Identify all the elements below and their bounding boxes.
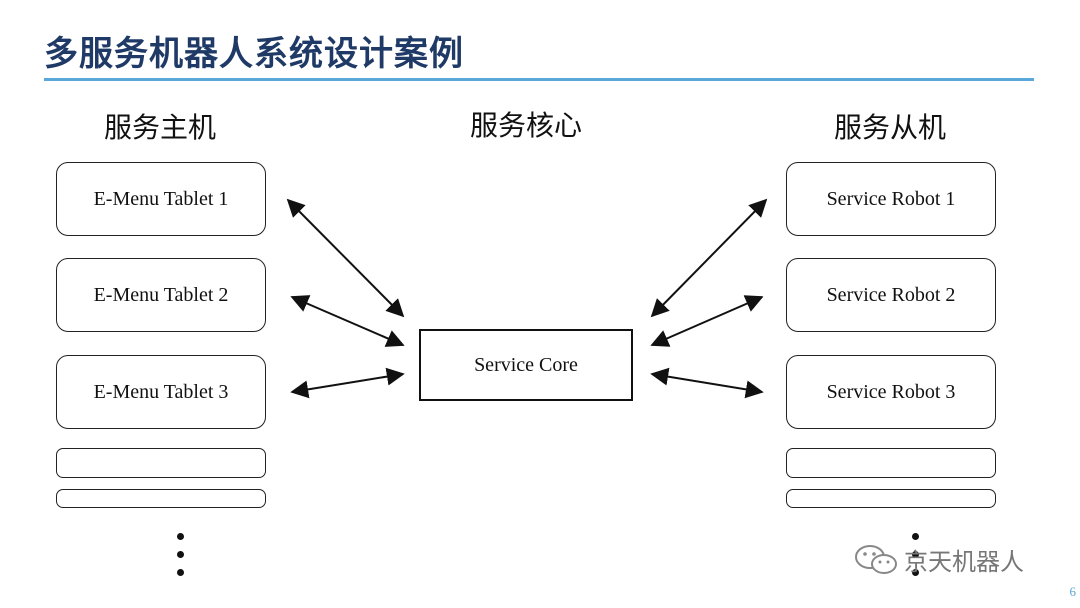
tablet-box-more-2 xyxy=(56,489,266,508)
watermark: 京天机器人 xyxy=(854,542,1024,577)
robot-box-1: Service Robot 1 xyxy=(786,162,996,236)
service-core-box: Service Core xyxy=(419,329,633,401)
tablet-box-1: E-Menu Tablet 1 xyxy=(56,162,266,236)
arrow-core-robot3 xyxy=(650,367,764,399)
robot-box-label: Service Robot 3 xyxy=(826,380,956,403)
tablet-box-label: E-Menu Tablet 1 xyxy=(93,187,229,210)
column-heading-host: 服务主机 xyxy=(103,111,216,144)
watermark-text: 京天机器人 xyxy=(904,548,1024,576)
robot-box-2: Service Robot 2 xyxy=(786,258,996,332)
column-heading-core: 服务核心 xyxy=(469,109,582,142)
tablet-box-3: E-Menu Tablet 3 xyxy=(56,355,266,429)
arrow-core-robot1 xyxy=(650,198,768,318)
tablet-box-more-1 xyxy=(56,448,266,478)
ellipsis-dot xyxy=(177,533,184,540)
ellipsis-dot xyxy=(177,569,184,576)
robot-box-more-1 xyxy=(786,448,996,478)
ellipsis-dot xyxy=(912,551,919,558)
wechat-icon xyxy=(855,544,897,574)
robot-box-label: Service Robot 1 xyxy=(826,187,956,210)
tablet-box-label: E-Menu Tablet 2 xyxy=(93,283,229,306)
title-underline xyxy=(44,78,1034,81)
ellipsis-dot xyxy=(912,533,919,540)
ellipsis-dot xyxy=(177,551,184,558)
page-number: 6 xyxy=(1069,584,1077,599)
ellipsis-dot xyxy=(912,569,919,576)
tablet-box-label: E-Menu Tablet 3 xyxy=(93,380,229,403)
tablet-box-2: E-Menu Tablet 2 xyxy=(56,258,266,332)
robot-box-label: Service Robot 2 xyxy=(826,283,956,306)
slide-title: 多服务机器人系统设计案例 xyxy=(44,34,464,74)
robot-box-more-2 xyxy=(786,489,996,508)
arrow-tablet3-core xyxy=(290,367,405,399)
robot-box-3: Service Robot 3 xyxy=(786,355,996,429)
service-core-label: Service Core xyxy=(474,353,578,376)
arrow-tablet2-core xyxy=(290,295,405,347)
column-heading-slave: 服务从机 xyxy=(833,111,946,144)
arrow-tablet1-core xyxy=(286,198,405,318)
arrow-core-robot2 xyxy=(650,295,764,347)
